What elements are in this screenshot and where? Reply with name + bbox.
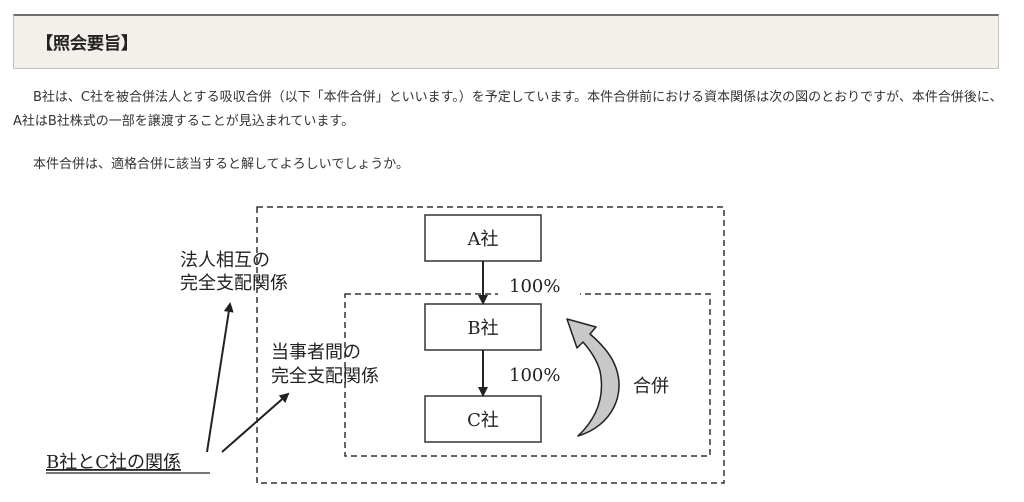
outer-dashed-boundary <box>256 206 725 484</box>
pointer-arrow-to-mutual-label <box>206 302 234 453</box>
bc-relationship-label: B社とC社の関係 <box>46 452 181 473</box>
ownership-bc-percent: 100% <box>509 365 560 386</box>
parties-control-label-line2: 完全支配関係 <box>271 366 379 387</box>
pointer-arrow-to-parties-label <box>221 392 290 453</box>
company-a-label: A社 <box>467 229 499 250</box>
query-paragraph-1: B社は、C社を被合併法人とする吸収合併（以下「本件合併」といいます。）を予定して… <box>13 90 1003 129</box>
company-c-label: C社 <box>467 410 499 431</box>
merger-curved-arrow-icon <box>566 318 620 437</box>
mutual-control-label-line2: 完全支配関係 <box>180 273 288 294</box>
mutual-control-label-line1: 法人相互の <box>180 250 270 271</box>
page-title: 【照会要旨】 <box>36 34 138 54</box>
company-a-box <box>424 214 542 262</box>
ownership-ab-percent: 100% <box>509 276 560 297</box>
company-c-box <box>424 395 542 443</box>
query-paragraph-2: 本件合併は、適格合併に該当すると解してよろしいでしょうか。 <box>33 157 409 172</box>
merger-label: 合併 <box>633 376 669 397</box>
parties-control-label-line1: 当事者間の <box>271 342 361 363</box>
capital-relationship-diagram: A社 B社 C社 100% 100% 合併 法人相互の 完全支配関係 当事者間の… <box>46 206 725 484</box>
heading-box: 【照会要旨】 <box>13 14 999 69</box>
company-b-label: B社 <box>467 318 498 339</box>
